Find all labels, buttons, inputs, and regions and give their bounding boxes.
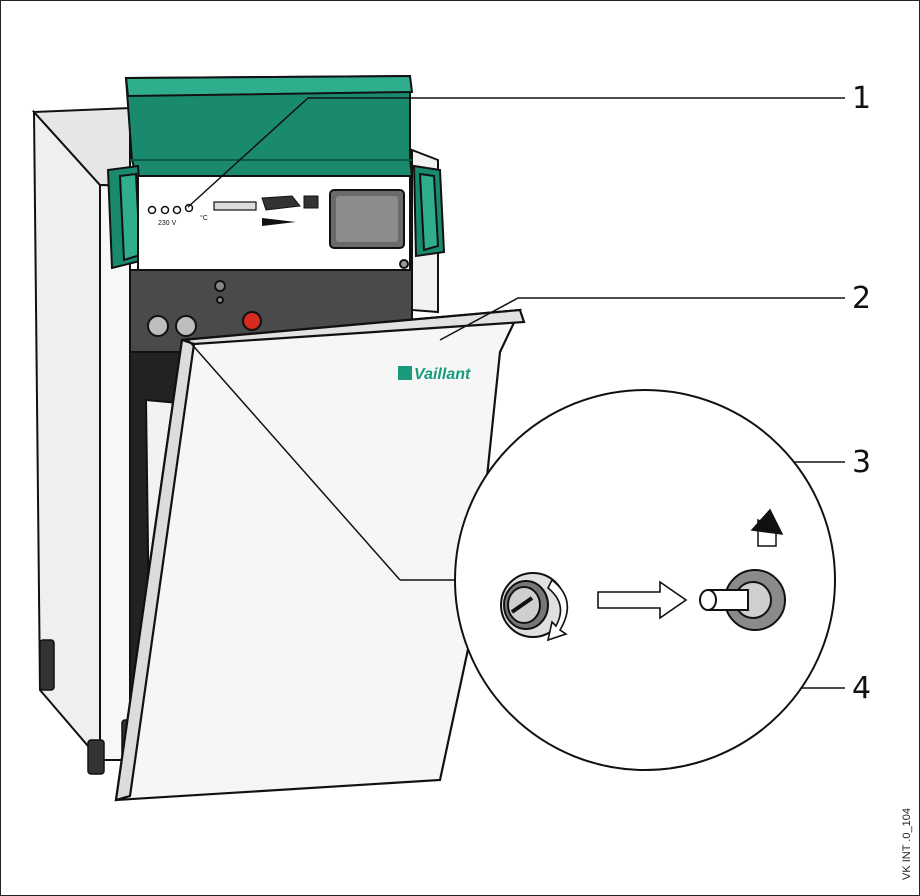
detail-magnifier [454,389,836,771]
image-reference: VK INT .0_104 [901,808,913,880]
callout-1: 1 [852,81,872,116]
insert-arrow-icon [597,580,688,620]
chimney-sweep-icon [750,508,784,547]
side-handles [106,164,446,270]
boiler-casing [31,106,439,763]
brand-logo: Vaillant [398,366,471,383]
slot-screw-icon [510,596,534,614]
detail-socket [699,569,786,631]
front-door [114,308,526,802]
rotate-arrow-icon [546,578,569,642]
callout-2: 2 [852,281,872,316]
panel-label-temp: °C [200,214,208,222]
panel-label-voltage: 230 V [158,220,177,227]
svg-text:Vaillant: Vaillant [414,366,471,383]
callout-3: 3 [852,445,872,480]
control-strip [137,175,411,272]
control-cover [124,74,414,177]
callout-4: 4 [852,671,872,706]
